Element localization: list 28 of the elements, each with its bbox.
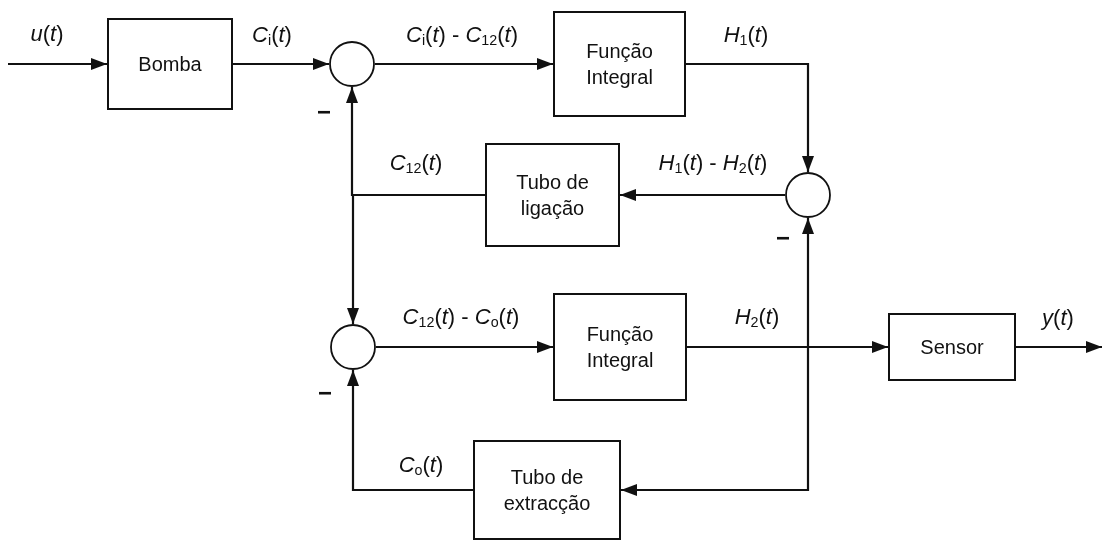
block-label: Bomba bbox=[137, 52, 203, 77]
arrow bbox=[347, 193, 485, 324]
arrow bbox=[621, 345, 810, 496]
summing-junction bbox=[785, 172, 831, 218]
process-box bbox=[107, 18, 233, 110]
summing-junction bbox=[330, 324, 376, 370]
process-box bbox=[553, 11, 686, 117]
block-label: Tubo de ligação bbox=[515, 170, 590, 221]
arrow bbox=[620, 189, 785, 201]
block-label: Função Integral bbox=[585, 322, 655, 373]
minus-sign: − bbox=[317, 100, 331, 124]
summing-junction bbox=[329, 41, 375, 87]
process-box bbox=[553, 293, 687, 401]
arrow bbox=[1016, 341, 1102, 353]
arrow bbox=[686, 62, 814, 172]
arrow bbox=[8, 58, 107, 70]
minus-sign: − bbox=[776, 226, 790, 250]
arrow bbox=[347, 370, 473, 492]
process-box bbox=[473, 440, 621, 540]
block-label: Função Integral bbox=[585, 39, 654, 90]
process-box bbox=[485, 143, 620, 247]
arrow bbox=[233, 58, 329, 70]
arrow bbox=[375, 58, 553, 70]
process-box bbox=[888, 313, 1016, 381]
block-label: Tubo de extracção bbox=[502, 465, 592, 516]
block-label: Sensor bbox=[919, 335, 985, 360]
minus-sign: − bbox=[318, 381, 332, 405]
arrow bbox=[376, 341, 553, 353]
